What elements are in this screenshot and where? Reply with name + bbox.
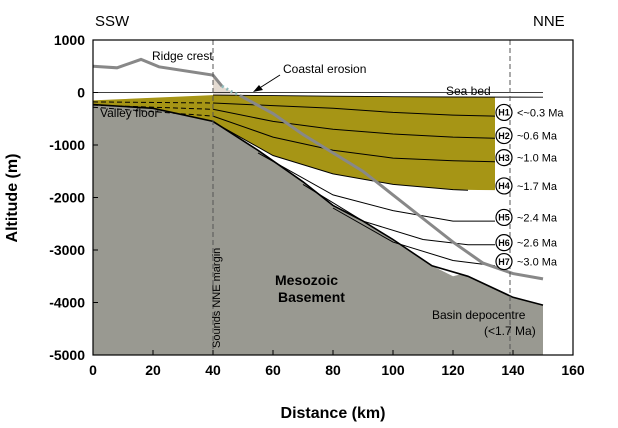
y-axis-label: Altitude (m) xyxy=(4,154,21,243)
basement-label-line2: Basement xyxy=(278,289,345,305)
y-tick-label: 1000 xyxy=(54,32,85,48)
horizon-marker-H1 xyxy=(495,103,513,122)
horizon-age-label-H1: <~0.3 Ma xyxy=(517,107,564,119)
x-tick-label: 140 xyxy=(501,362,525,378)
coastal-erosion-dotted-line xyxy=(221,84,241,97)
horizon-age-label-H7: ~3.0 Ma xyxy=(517,257,558,269)
coastal-erosion-arrow xyxy=(257,74,281,90)
horizon-marker-label-H5: H5 xyxy=(498,213,510,223)
horizon-age-label-H2: ~0.6 Ma xyxy=(517,131,558,143)
annotation-sounds-margin: Sounds NNE margin xyxy=(211,248,223,348)
depocentre-label-line2: (<1.7 Ma) xyxy=(484,324,536,338)
horizon-H3-dashed xyxy=(92,106,214,117)
horizon-H1-dashed xyxy=(92,101,214,104)
coastal-erosion-arrowhead xyxy=(253,85,263,92)
sea-bed-line xyxy=(212,94,544,98)
horizon-H1-line xyxy=(212,102,496,117)
annotation-ridge-crest: Ridge crest xyxy=(152,49,213,63)
horizon-marker-H7 xyxy=(495,252,513,271)
horizon-marker-label-H4: H4 xyxy=(498,181,510,191)
basement-fill xyxy=(93,104,543,355)
direction-right-label: NNE xyxy=(533,13,565,30)
x-tick-label: 0 xyxy=(89,362,97,378)
annotation-valley-floor: Valley floor xyxy=(100,106,158,120)
sediment-fill xyxy=(93,95,495,191)
horizon-marker-label-H6: H6 xyxy=(498,238,510,248)
horizon-marker-H3 xyxy=(495,149,513,167)
tick-layer: 0 20 40 60 80 100 120 140 160 1000 0 -1000 -2000 -300… xyxy=(49,32,585,378)
horizon-age-label-H6: ~2.6 Ma xyxy=(517,238,558,250)
x-tick-label: 40 xyxy=(205,362,221,378)
y-tick-label: 0 xyxy=(77,85,85,101)
horizon-marker-H6 xyxy=(495,234,513,252)
horizon-age-label-H5: ~2.4 Ma xyxy=(517,212,558,224)
horizon-marker-label-H3: H3 xyxy=(498,153,510,163)
x-tick-label: 120 xyxy=(441,362,465,378)
horizon-H7-line xyxy=(332,207,496,267)
y-tick-label: -3000 xyxy=(49,242,85,258)
x-tick-label: 100 xyxy=(381,362,405,378)
y-tick-label: -1000 xyxy=(49,137,85,153)
basin-fill-wedge xyxy=(213,121,495,277)
ridge-fill xyxy=(213,75,240,96)
x-tick-label: 80 xyxy=(325,362,341,378)
x-axis-label: Distance (km) xyxy=(281,405,386,422)
y-tick-label: -4000 xyxy=(49,295,85,311)
x-tick-label: 60 xyxy=(265,362,281,378)
annotation-sea-bed: Sea bed xyxy=(446,84,491,98)
horizon-marker-label-H1: H1 xyxy=(498,108,510,118)
seafloor-profile-line xyxy=(239,94,544,281)
x-tick-label: 20 xyxy=(145,362,161,378)
y-tick-label: -2000 xyxy=(49,190,85,206)
ridge-crest-line xyxy=(92,57,224,88)
horizon-marker-label-H2: H2 xyxy=(498,131,510,141)
horizon-marker-H2 xyxy=(495,126,513,145)
annotation-coastal-erosion: Coastal erosion xyxy=(283,62,366,76)
direction-left-label: SSW xyxy=(95,13,130,30)
horizon-H2-line xyxy=(212,108,496,139)
horizon-H5-line xyxy=(257,152,495,222)
y-tick-label: -5000 xyxy=(49,347,85,363)
depocentre-label-line1: Basin depocentre xyxy=(432,308,526,322)
x-tick-label: 160 xyxy=(561,362,585,378)
horizon-H4-line xyxy=(212,121,469,191)
horizon-H3-line xyxy=(212,115,496,163)
horizon-marker-label-H7: H7 xyxy=(498,257,510,267)
horizon-age-label-H3: ~1.0 Ma xyxy=(517,153,558,165)
basement-label-line1: Mesozoic xyxy=(275,272,338,288)
horizon-marker-H5 xyxy=(495,208,513,227)
horizon-marker-H4 xyxy=(495,177,513,195)
horizon-H6-line xyxy=(302,183,495,246)
basement-line xyxy=(92,103,544,306)
line-layer xyxy=(92,40,544,355)
horizon-age-label-H4: ~1.7 Ma xyxy=(517,181,558,193)
horizon-markers: H1 <~0.3 Ma H2 ~0.6 Ma H3 ~1.0 Ma H4 ~1.7 Ma H5 ~… xyxy=(495,103,564,271)
fill-layer xyxy=(93,75,543,355)
